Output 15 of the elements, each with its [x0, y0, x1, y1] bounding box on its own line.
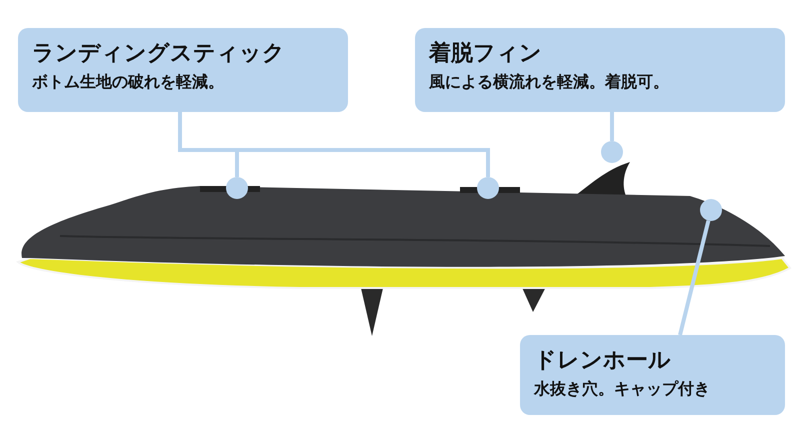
- callout-box: [415, 28, 785, 112]
- callout-box: [18, 28, 348, 112]
- callout-dot: [226, 177, 248, 199]
- leader-line: [678, 220, 710, 336]
- leader-line: [610, 112, 614, 141]
- callout-heading: 着脱フィン: [429, 40, 543, 68]
- callout-box: [520, 335, 785, 415]
- callout-description: 水抜き穴。キャップ付き: [534, 379, 711, 400]
- callout-dot: [601, 141, 623, 163]
- callout-dot: [477, 177, 499, 199]
- callout-heading: ランディングスティック: [32, 40, 286, 68]
- callout-heading: ドレンホール: [534, 347, 672, 375]
- leader-line: [178, 112, 490, 177]
- callout-description: ボトム生地の破れを軽減。: [32, 72, 225, 93]
- callout-description: 風による横流れを軽減。着脱可。: [429, 72, 670, 93]
